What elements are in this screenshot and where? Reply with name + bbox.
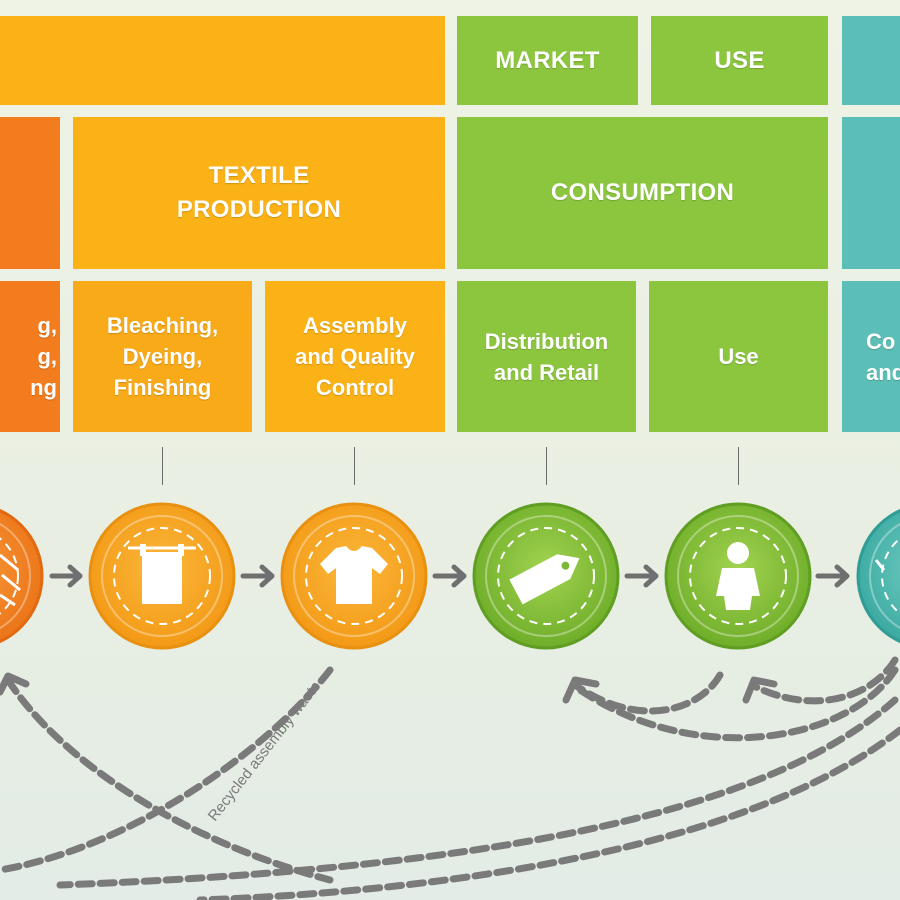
person-icon	[716, 542, 760, 610]
section-textile-line1: TEXTILE	[208, 162, 310, 189]
recycle-path-left-loop	[4, 676, 334, 884]
recycle-arrowheads	[0, 672, 778, 704]
collection-icon	[874, 559, 886, 571]
connector-tick-bleaching	[162, 447, 163, 485]
badge-partial-right	[856, 508, 900, 644]
tshirt-icon	[320, 546, 388, 604]
flow-arrow-5	[815, 564, 850, 588]
step-distribution-line2: and Retail	[493, 359, 600, 385]
step-partial-right: Co and	[842, 281, 900, 432]
badge-assembly	[280, 502, 428, 650]
header-use: USE	[651, 16, 828, 105]
step-assembly-line3: Control	[315, 375, 395, 400]
arrowhead-use	[742, 676, 778, 704]
badge-partial-left	[0, 508, 44, 644]
step-bleaching-line1: Bleaching,	[106, 313, 219, 338]
recycled-assembly-waste-label: Recycled assembly waste	[205, 678, 325, 824]
step-distribution: Distribution and Retail	[457, 281, 636, 432]
step-partial-left-line1: g,	[37, 313, 57, 338]
section-consumption: CONSUMPTION	[457, 117, 828, 269]
section-partial-right	[842, 117, 900, 269]
recycling-paths	[0, 656, 900, 900]
step-assembly-line1: Assembly	[303, 313, 407, 338]
recycle-path-right-to-use	[748, 656, 899, 705]
arrowhead-left	[0, 672, 30, 696]
recycle-path-right-to-distribution	[576, 666, 899, 742]
recycle-path-long-1	[56, 696, 899, 889]
recycle-path-assembly-waste	[0, 666, 334, 874]
connector-tick-assembly	[354, 447, 355, 485]
step-partial-left: g, g, ng	[0, 281, 60, 432]
step-assembly: Assembly and Quality Control	[265, 281, 445, 432]
header-market: MARKET	[457, 16, 638, 105]
recycle-path-long-2	[196, 726, 900, 900]
step-partial-right-line2: and	[866, 359, 900, 385]
flow-arrow-2	[240, 564, 275, 588]
step-bleaching-line3: Finishing	[113, 375, 212, 400]
section-partial-left	[0, 117, 60, 269]
header-manufacturing-bar	[0, 16, 445, 105]
step-use: Use	[649, 281, 828, 432]
step-partial-left-line2: g,	[37, 344, 57, 369]
header-end-of-life-bar	[842, 16, 900, 105]
connector-tick-use	[738, 447, 739, 485]
badge-distribution	[472, 502, 620, 650]
badge-use	[664, 502, 812, 650]
section-textile-line2: PRODUCTION	[176, 196, 342, 223]
badge-bleaching	[88, 502, 236, 650]
step-bleaching: Bleaching, Dyeing, Finishing	[73, 281, 252, 432]
flow-arrow-1	[49, 564, 83, 588]
arrowhead-distribution	[562, 676, 600, 704]
step-partial-right-line1: Co	[866, 328, 896, 354]
flow-arrow-3	[432, 564, 467, 588]
step-distribution-line1: Distribution	[484, 328, 609, 354]
price-tag-icon	[509, 554, 580, 605]
section-textile-production: TEXTILE PRODUCTION	[73, 117, 445, 269]
step-partial-left-line3: ng	[30, 375, 57, 400]
recycle-path-use-to-distribution	[571, 671, 724, 715]
step-assembly-line2: and Quality	[295, 344, 415, 369]
connector-tick-distribution	[546, 447, 547, 485]
flow-arrows	[49, 564, 850, 588]
fiber-icon	[0, 553, 21, 607]
step-bleaching-line2: Dyeing,	[122, 344, 203, 369]
flow-arrow-4	[624, 564, 659, 588]
hanging-fabric-icon	[128, 544, 196, 604]
